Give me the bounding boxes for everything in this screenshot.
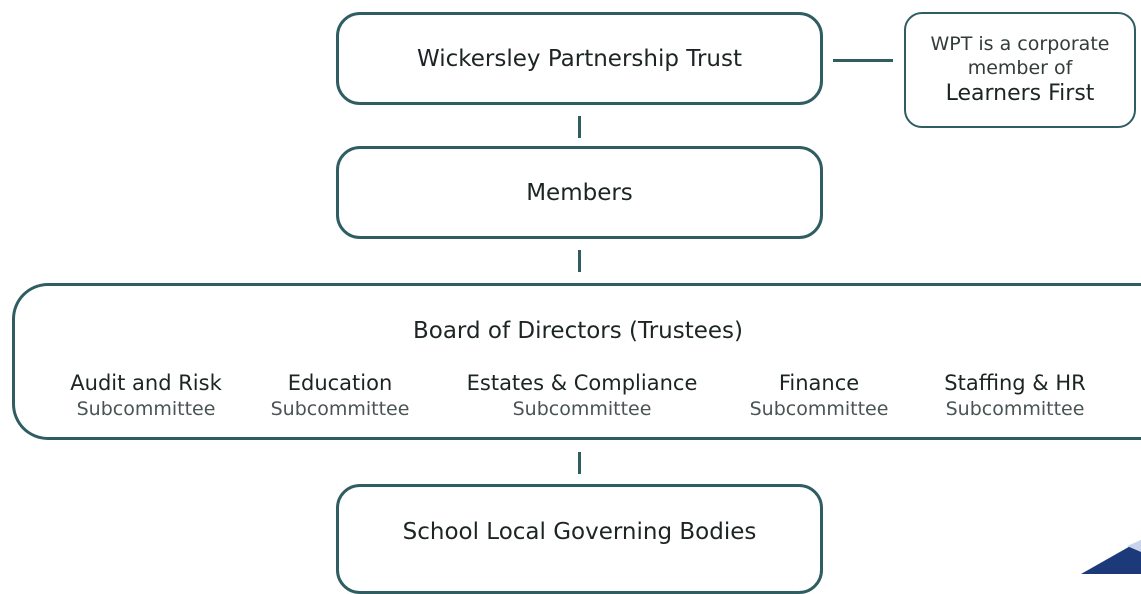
- membership-note: WPT is a corporate member of Learners Fi…: [904, 12, 1136, 128]
- logo-navy-shape: [1081, 540, 1141, 574]
- subcommittee-type: Subcommittee: [749, 398, 889, 420]
- governing-bodies-node-label: School Local Governing Bodies: [402, 519, 757, 545]
- trust-node-label: Wickersley Partnership Trust: [417, 45, 742, 72]
- membership-note-line-2: member of: [967, 57, 1073, 79]
- members-node-label: Members: [526, 179, 633, 206]
- board-node: Board of Directors (Trustees) Audit and …: [12, 283, 1141, 440]
- board-governing-connector: [578, 452, 581, 474]
- subcommittee-finance: Finance Subcommittee: [750, 370, 889, 422]
- subcommittee-name: Education: [287, 371, 393, 395]
- subcommittee-estates: Estates & Compliance Subcommittee: [467, 370, 698, 422]
- subcommittee-name: Audit and Risk: [70, 371, 222, 395]
- membership-note-line-3: Learners First: [945, 81, 1095, 106]
- logo-light-shape: [1127, 540, 1141, 552]
- members-node: Members: [336, 146, 823, 239]
- subcommittee-name: Estates & Compliance: [466, 371, 698, 395]
- membership-note-line-1: WPT is a corporate: [930, 33, 1110, 55]
- logo-corner-fragment: [1081, 540, 1141, 574]
- subcommittee-type: Subcommittee: [512, 398, 652, 420]
- subcommittee-name: Finance: [778, 371, 860, 395]
- subcommittee-education: Education Subcommittee: [271, 370, 410, 422]
- subcommittee-audit: Audit and Risk Subcommittee: [70, 370, 221, 422]
- trust-members-connector: [578, 116, 581, 138]
- subcommittee-type: Subcommittee: [945, 398, 1085, 420]
- board-node-label: Board of Directors (Trustees): [412, 318, 743, 344]
- subcommittee-staffing: Staffing & HR Subcommittee: [944, 370, 1085, 422]
- members-board-connector: [578, 250, 581, 272]
- subcommittee-type: Subcommittee: [76, 398, 216, 420]
- subcommittee-name: Staffing & HR: [944, 371, 1086, 395]
- subcommittee-type: Subcommittee: [270, 398, 410, 420]
- trust-note-connector: [833, 59, 893, 62]
- governing-bodies-node: School Local Governing Bodies: [336, 484, 823, 594]
- trust-node: Wickersley Partnership Trust: [336, 12, 823, 105]
